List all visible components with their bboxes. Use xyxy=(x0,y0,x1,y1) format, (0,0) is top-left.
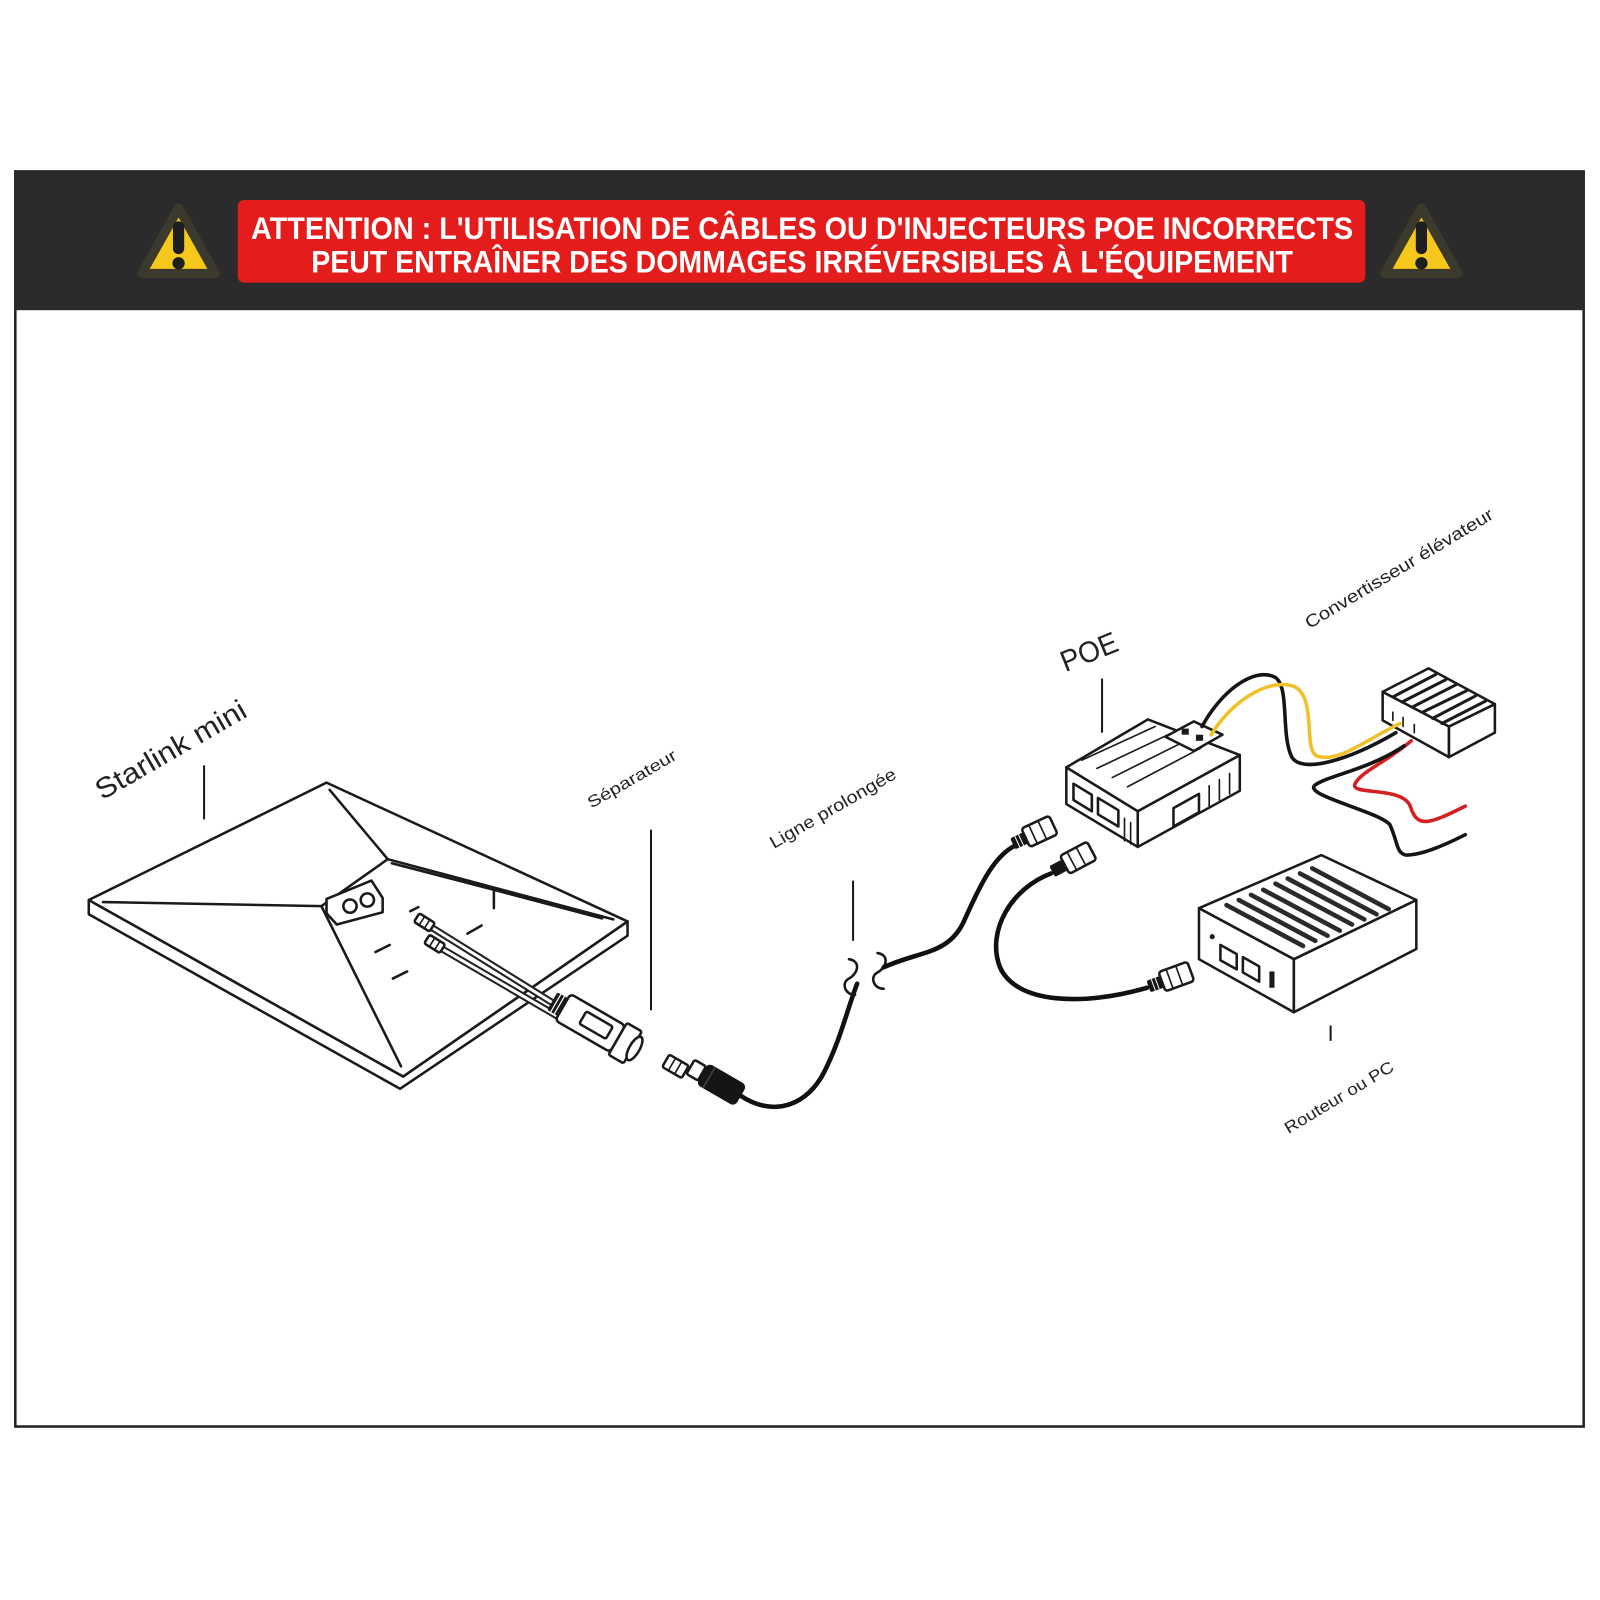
starlink-mini-dish xyxy=(87,781,629,1091)
left-warning-icon xyxy=(137,203,220,279)
right-warning-icon xyxy=(1380,203,1463,279)
black-output-wire xyxy=(1312,744,1468,857)
poe-input-plug xyxy=(1010,815,1058,849)
poe-injector xyxy=(1065,718,1242,849)
black-wire xyxy=(1200,672,1398,767)
extension-cable xyxy=(738,842,1019,1110)
extension-connector xyxy=(685,1059,746,1105)
router-pc xyxy=(1197,853,1418,1014)
alert-box xyxy=(237,200,1366,283)
ethernet-plug xyxy=(661,1053,690,1079)
poe-ethernet-port xyxy=(1072,782,1201,828)
separator-adapter xyxy=(547,992,644,1064)
warning-line-1: ATTENTION : L'UTILISATION DE CÂBLES OU D… xyxy=(251,210,1353,246)
poe-output-cable xyxy=(993,841,1195,1002)
poe-terminal-block xyxy=(1164,720,1224,753)
cable-break-mark xyxy=(843,951,887,997)
router-usb-port xyxy=(1269,971,1275,988)
dish-cables xyxy=(413,912,565,1022)
router-ethernet-port xyxy=(1219,943,1261,983)
red-wire xyxy=(1353,739,1468,824)
dish-port-block xyxy=(325,879,384,926)
warning-line-2: PEUT ENTRAÎNER DES DOMMAGES IRRÉVERSIBLE… xyxy=(311,243,1293,279)
boost-converter xyxy=(1381,667,1497,759)
yellow-wire xyxy=(1209,682,1402,760)
warning-banner: ATTENTION : L'UTILISATION DE CÂBLES OU D… xyxy=(15,171,1584,311)
power-wires xyxy=(1200,672,1468,857)
diagram-frame xyxy=(14,170,1585,1428)
